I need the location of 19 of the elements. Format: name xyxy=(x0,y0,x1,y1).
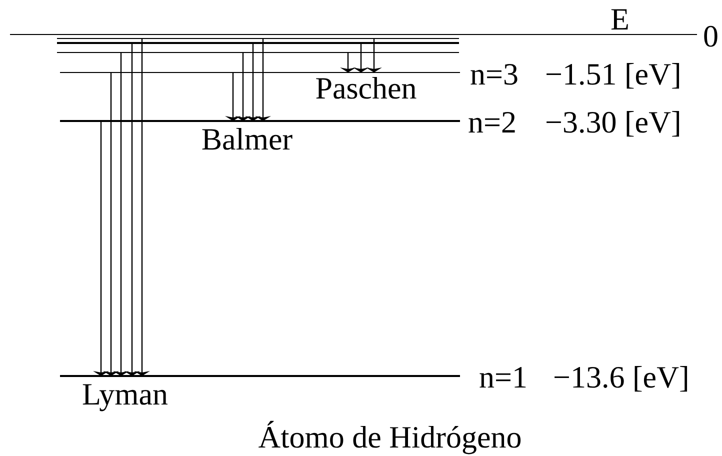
energy-value: −1.51 [eV] xyxy=(545,58,682,89)
level-label: n=3 xyxy=(470,58,518,89)
series-label: Lyman xyxy=(82,378,168,410)
series-label: Balmer xyxy=(201,124,293,154)
energy-level-line xyxy=(10,34,697,36)
energy-value: 0 xyxy=(703,20,718,51)
caption: Átomo de Hidrógeno xyxy=(258,422,522,452)
energy-level-line xyxy=(60,72,460,74)
energy-value: −13.6 [eV] xyxy=(553,362,690,392)
axis-label: E xyxy=(610,4,630,34)
level-label: n=1 xyxy=(479,362,528,392)
level-label: n=2 xyxy=(468,106,516,138)
energy-level-line xyxy=(60,375,460,377)
energy-level-line xyxy=(57,42,459,44)
series-label: Paschen xyxy=(315,72,417,104)
energy-level-line xyxy=(60,120,460,122)
energy-level-line xyxy=(57,52,459,54)
energy-level-line xyxy=(57,38,459,40)
energy-value: −3.30 [eV] xyxy=(545,106,682,138)
